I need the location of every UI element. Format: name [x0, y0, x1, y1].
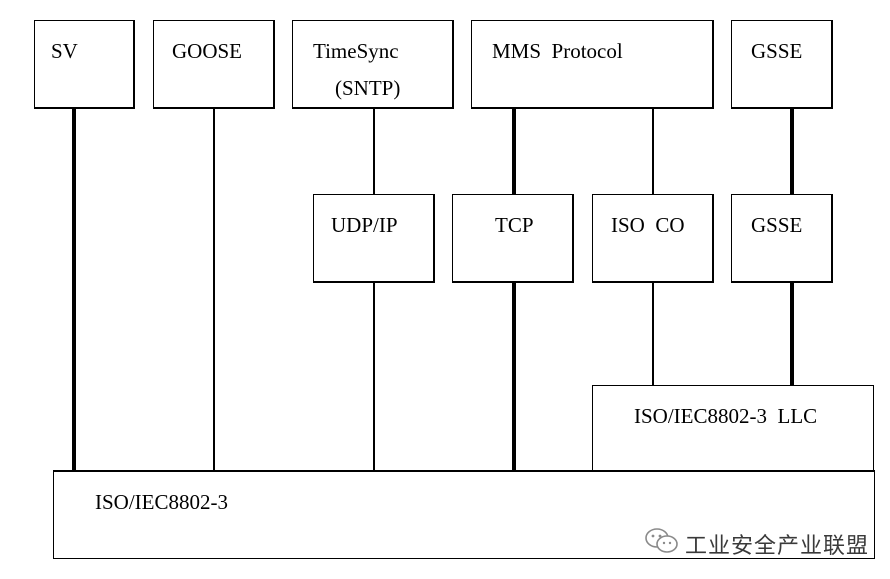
gsse-to-gsse-line: [790, 107, 794, 197]
gsse-mid-label: GSSE: [751, 213, 803, 237]
goose-label: GOOSE: [172, 39, 243, 63]
sv-label: SV: [51, 39, 78, 63]
mms-to-isoco-line: [652, 107, 654, 197]
gsse-top-label: GSSE: [751, 39, 803, 63]
goose-to-base-line: [213, 107, 215, 472]
goose-box: GOOSE: [153, 20, 275, 109]
udp-to-base-line: [373, 281, 375, 472]
sv-to-base-line: [72, 107, 76, 472]
gsse-top-box: GSSE: [731, 20, 833, 109]
timesync-to-udp-line: [373, 107, 375, 197]
sv-box: SV: [34, 20, 135, 109]
timesync-label: TimeSync: [313, 39, 399, 63]
sntp-label: (SNTP): [335, 76, 401, 100]
base-label: ISO/IEC8802-3: [95, 490, 228, 514]
llc-box: ISO/IEC8802-3 LLC: [592, 385, 874, 473]
gsse-to-llc-line: [790, 281, 794, 387]
wechat-icon: [645, 528, 678, 553]
mms-label: MMS Protocol: [492, 39, 623, 63]
udp-ip-box: UDP/IP: [313, 194, 435, 283]
isoco-to-llc-line: [652, 281, 654, 387]
llc-label: ISO/IEC8802-3 LLC: [634, 404, 818, 428]
mms-box: MMS Protocol: [471, 20, 714, 109]
gsse-mid-box: GSSE: [731, 194, 833, 283]
tcp-box: TCP: [452, 194, 574, 283]
iso-co-box: ISO CO: [592, 194, 714, 283]
tcp-to-base-line: [512, 281, 516, 472]
watermark-text: 工业安全产业联盟: [685, 534, 870, 559]
udp-ip-label: UDP/IP: [331, 213, 398, 237]
iso-co-label: ISO CO: [611, 213, 685, 237]
tcp-label: TCP: [495, 213, 534, 237]
base-box: ISO/IEC8802-3: [53, 470, 875, 559]
timesync-box: TimeSync (SNTP): [292, 20, 454, 109]
mms-to-tcp-line: [512, 107, 516, 197]
